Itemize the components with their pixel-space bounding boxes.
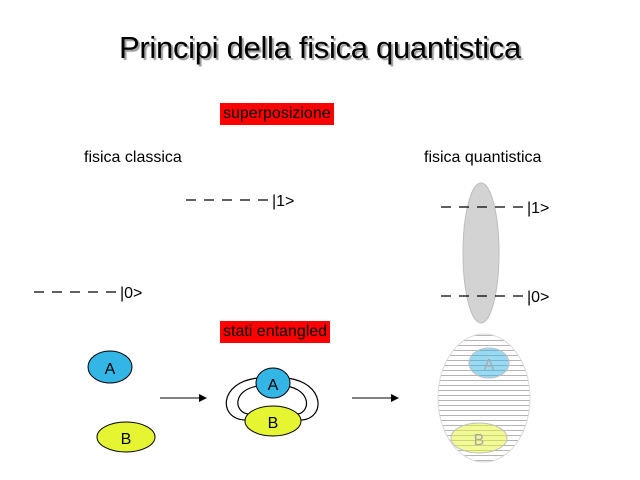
superposition-badge: superposizione	[220, 103, 334, 125]
particle-b-label: B	[121, 431, 132, 448]
classical-physics-label: fisica classica	[84, 149, 182, 166]
entangled-badge: stati entangled	[220, 321, 331, 343]
link-left-inner	[237, 385, 259, 415]
particle-a-faded	[468, 347, 510, 379]
classical-state-zero-label: |0>	[120, 285, 142, 302]
link-left-outer	[225, 377, 259, 421]
superposition-cloud	[462, 182, 500, 324]
particle-a-linked	[255, 367, 291, 399]
particle-a-linked-label: A	[268, 377, 279, 394]
particle-a-faded-label: A	[484, 357, 495, 374]
classical-state-one-label: |1>	[272, 193, 294, 210]
quantum-state-one-label: |1>	[527, 200, 549, 217]
particle-b-separate	[96, 421, 156, 453]
link-right-inner	[285, 385, 307, 415]
particle-b-faded-label: B	[474, 432, 485, 449]
particle-a-label: A	[105, 361, 116, 378]
slide-title: Principi della fisica quantistica	[119, 30, 521, 65]
particle-a-separate	[87, 350, 133, 384]
particle-b-linked	[244, 405, 302, 437]
particle-b-faded	[450, 422, 508, 454]
quantum-physics-label: fisica quantistica	[424, 149, 542, 166]
link-right-outer	[285, 377, 319, 421]
quantum-state-zero-label: |0>	[527, 289, 549, 306]
particle-b-linked-label: B	[268, 415, 279, 432]
